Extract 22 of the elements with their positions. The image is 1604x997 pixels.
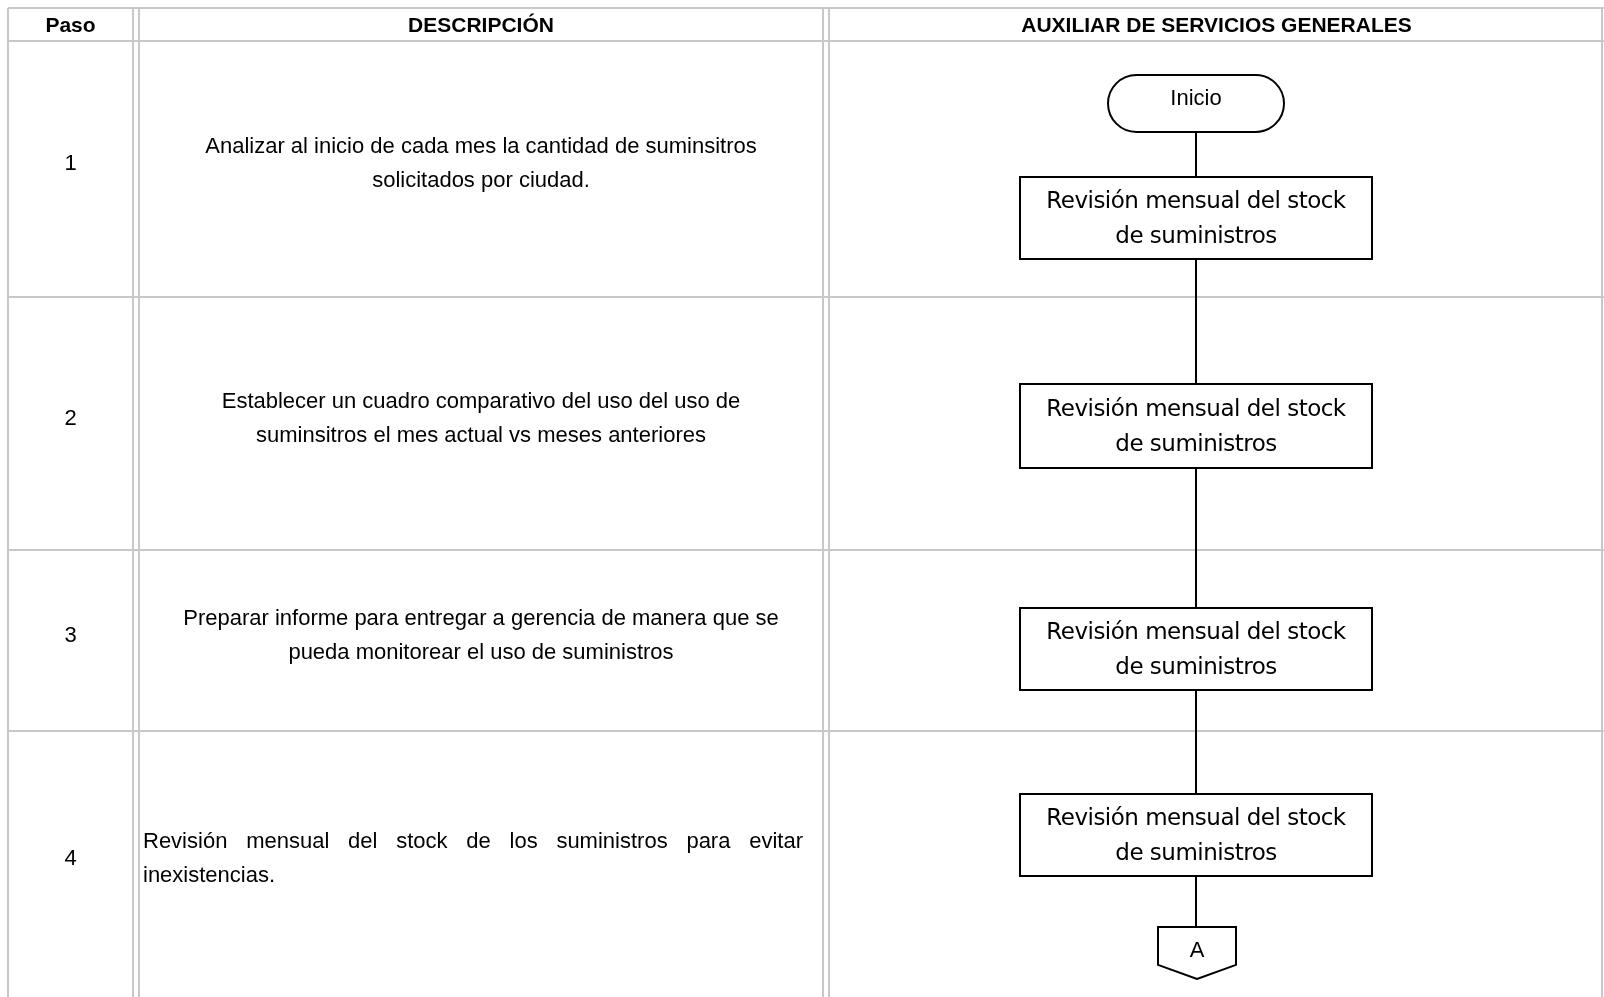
step-number: 2 xyxy=(64,403,77,432)
column-header: AUXILIAR DE SERVICIOS GENERALES xyxy=(1021,12,1412,37)
step-number: 3 xyxy=(64,620,77,649)
step-description: Revisión mensual del stock de los suministros para evitar inexistencias. xyxy=(143,827,804,889)
start-terminal: Inicio xyxy=(1107,74,1285,133)
process-box: Revisión mensual del stock de suministros xyxy=(1019,793,1373,877)
step-description: Preparar informe para entregar a gerencia de manera que se pueda monitorear el uso de suministros xyxy=(182,603,780,666)
column-header: Paso xyxy=(45,12,96,37)
process-box: Revisión mensual del stock de suministros xyxy=(1019,607,1373,691)
step-number: 4 xyxy=(64,844,77,872)
step-description: Analizar al inicio de cada mes la cantidad de suminsitros solicitados por ciudad. xyxy=(204,132,758,194)
connector-line xyxy=(1195,132,1197,177)
connector-line xyxy=(1195,468,1197,608)
connector-line xyxy=(1195,259,1197,384)
process-box: Revisión mensual del stock de suministros xyxy=(1019,383,1373,469)
step-number: 1 xyxy=(64,149,77,177)
connector-line xyxy=(1195,876,1197,927)
process-box: Revisión mensual del stock de suministros xyxy=(1019,176,1373,260)
column-header: DESCRIPCIÓN xyxy=(408,12,554,37)
connector-line xyxy=(1195,690,1197,794)
off-page-connector: A xyxy=(1157,926,1237,980)
step-description: Establecer un cuadro comparativo del uso del uso de suminsitros el mes actual vs meses anteriores xyxy=(220,386,742,449)
